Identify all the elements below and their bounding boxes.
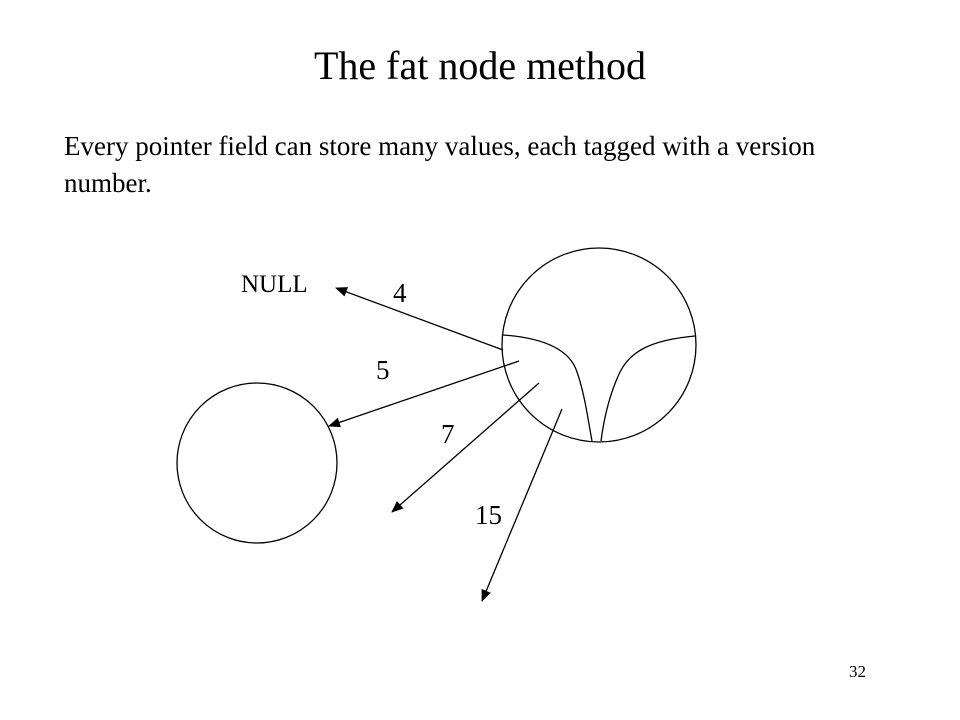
- pointer-arrow-v4: [335, 287, 504, 351]
- page-number: 32: [849, 662, 866, 681]
- fat-node-left-divider: [502, 334, 593, 442]
- null-label: NULL: [241, 271, 308, 298]
- version-label-4: 4: [393, 278, 407, 308]
- slide-title: The fat node method: [313, 43, 647, 88]
- version-label-7: 7: [441, 419, 455, 449]
- pointer-arrow-v7: [391, 382, 540, 513]
- version-label-5: 5: [376, 355, 390, 385]
- target-node-circle: [176, 382, 338, 544]
- pointer-arrow-v5: [328, 360, 520, 428]
- fat-node-right-divider: [600, 335, 696, 442]
- slide-body-text: Every pointer field can store many value…: [64, 131, 816, 199]
- fat-node-circle: [501, 247, 697, 443]
- version-label-15: 15: [475, 500, 502, 530]
- pointer-arrow-v15: [481, 408, 563, 602]
